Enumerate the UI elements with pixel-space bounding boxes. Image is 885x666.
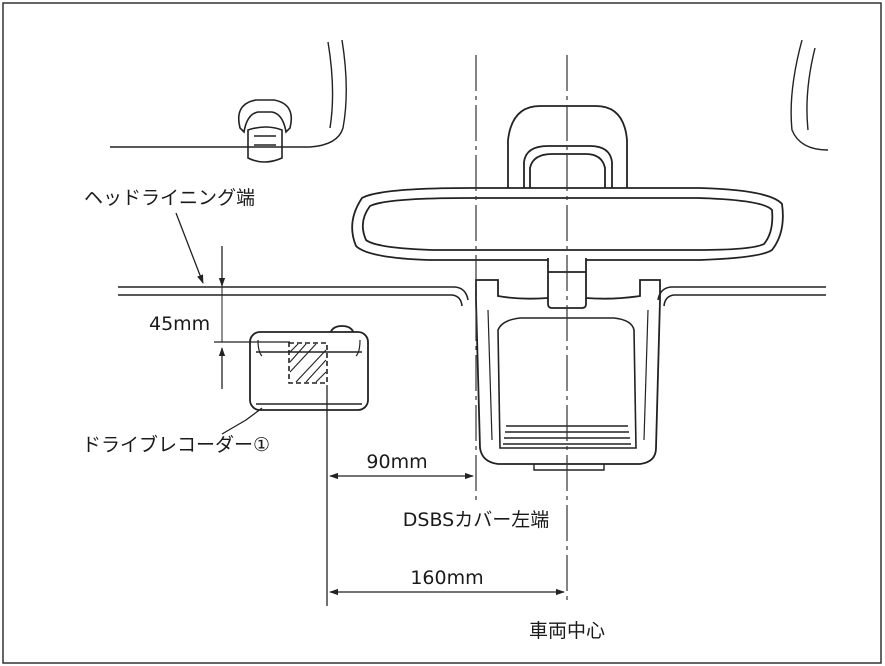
camera-lens-area	[288, 342, 328, 384]
sun-visor-hook	[237, 99, 293, 163]
dimension-45mm	[214, 246, 290, 389]
recorder-leader	[221, 407, 263, 435]
dim-45mm-label: 45mm	[149, 313, 210, 335]
drive-recorder	[249, 325, 369, 411]
headlining-edge-leader	[175, 212, 204, 284]
vehicle-center-label: 車両中心	[529, 620, 605, 642]
dsbs-cover-left-edge-label: DSBSカバー左端	[403, 509, 549, 531]
dim-90mm-label: 90mm	[366, 451, 427, 473]
windshield-pillars	[110, 39, 829, 151]
headlining-edge-label: ヘッドライニング端	[84, 187, 255, 209]
dim-160mm-label: 160mm	[410, 567, 483, 589]
headlining-edge-line	[118, 286, 826, 307]
drive-recorder-label: ドライブレコーダー①	[82, 433, 270, 456]
